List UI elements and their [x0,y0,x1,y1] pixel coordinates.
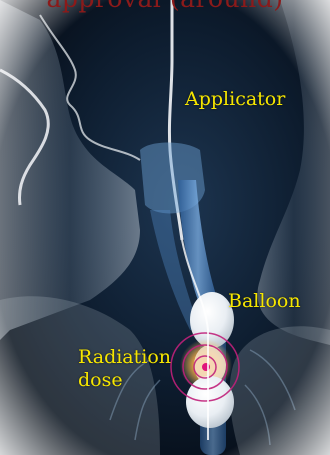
dose-label-line: dose [78,369,171,392]
radiation-label-line: Radiation [78,346,171,369]
header-fragment-text: approval (around) [0,0,330,13]
radiation-dose-label: Radiation dose [78,346,171,392]
balloon-label: Balloon [228,290,301,313]
applicator-label: Applicator [185,88,285,111]
